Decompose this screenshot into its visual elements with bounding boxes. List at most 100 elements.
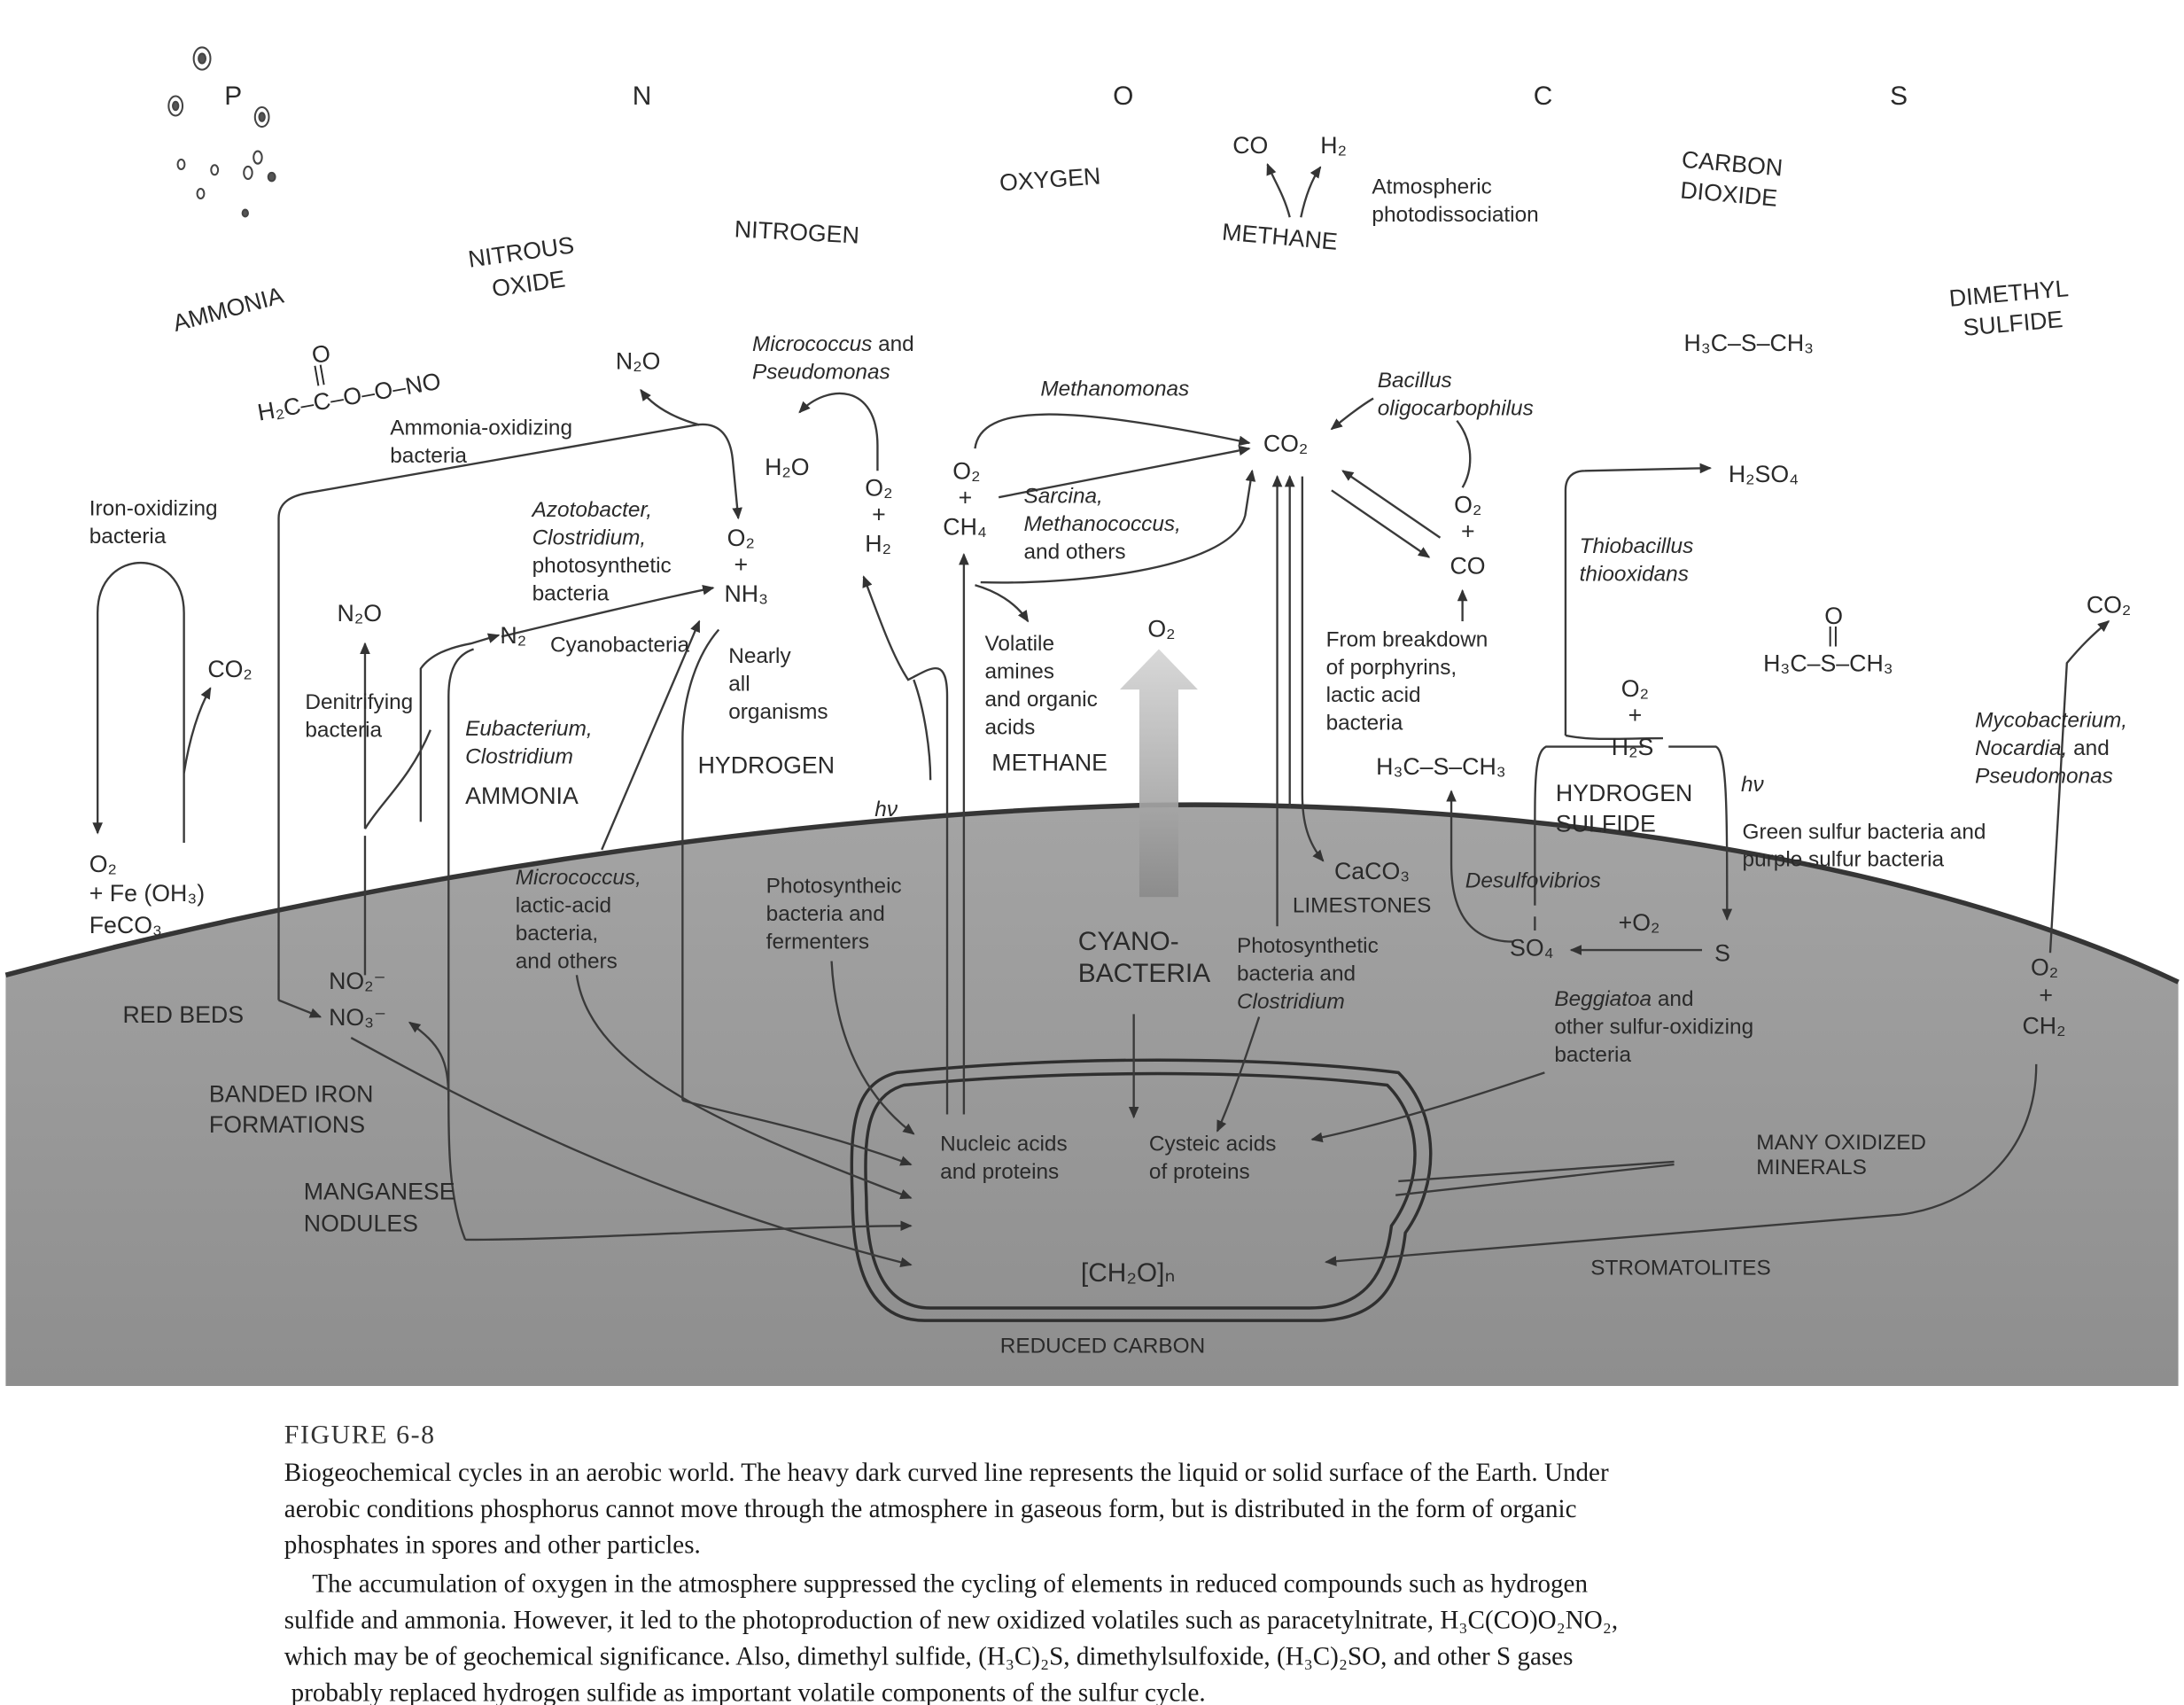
- micrococcus-lactic-3: bacteria,: [516, 922, 598, 946]
- azotobacter-2: Clostridium,: [532, 526, 647, 550]
- caption-p2-line4: probably replaced hydrogen sulfide as im…: [291, 1678, 1206, 1705]
- o2-fe-o2: O₂: [89, 851, 117, 877]
- gas-oxygen: OXYGEN: [999, 162, 1101, 196]
- green-sulfur-1: Green sulfur bacteria and: [1743, 820, 1986, 844]
- beggiatoa-2: other sulfur-oxidizing: [1554, 1015, 1753, 1039]
- volatile-1: Volatile: [984, 632, 1054, 656]
- green-sulfur-2: purple sulfur bacteria: [1743, 848, 1945, 872]
- micrococcus-lactic-1: Micrococcus,: [516, 866, 641, 890]
- element-headers: P N O C S: [224, 82, 1908, 111]
- stromatolite-connector-bottom: [1395, 1163, 1675, 1196]
- o2-up: O₂: [1147, 615, 1175, 642]
- caption-p1-line1: Biogeochemical cycles in an aerobic worl…: [284, 1459, 1609, 1487]
- ammonia-oxidizing-1: Ammonia-oxidizing: [390, 416, 572, 440]
- gas-carbon-dioxide-line1: CARBON: [1681, 146, 1784, 182]
- caption-p2-line3: which may be of geochemical significance…: [284, 1642, 1574, 1670]
- caption-heading: FIGURE 6-8: [284, 1420, 436, 1449]
- o2-co-o2: O₂: [1454, 491, 1481, 518]
- dmso-oxygen: O: [1824, 603, 1843, 629]
- caption-p2-line2: sulfide and ammonia. However, it led to …: [284, 1607, 1618, 1635]
- n2: N₂: [500, 622, 526, 649]
- nucleic-2: and proteins: [940, 1160, 1059, 1184]
- o2-nh3-nh3: NH₃: [725, 580, 768, 607]
- o2-ch2-o2: O₂: [2031, 954, 2058, 980]
- breakdown-2: of porphyrins,: [1326, 656, 1457, 680]
- desulfovibrios: Desulfovibrios: [1465, 868, 1601, 892]
- gas-carbon-dioxide-line2: DIOXIDE: [1679, 176, 1778, 211]
- cycle-arrows: [92, 163, 2110, 1268]
- breakdown-1: From breakdown: [1326, 627, 1488, 651]
- so4: SO₄: [1510, 934, 1554, 961]
- volatile-2: amines: [984, 660, 1054, 684]
- o2-h2-h2: H₂: [865, 530, 891, 557]
- element-o: O: [1113, 82, 1133, 111]
- micrococcus-pseudo-2: Pseudomonas: [752, 361, 890, 385]
- nearly-all-2: all: [728, 673, 750, 697]
- micrococcus-lactic-4: and others: [516, 949, 618, 973]
- caption-p1-line2: aerobic conditions phosphorus cannot mov…: [284, 1495, 1577, 1523]
- thiobacillus-1: Thiobacillus: [1580, 534, 1694, 558]
- gas-nitrous-oxide-line2: OXIDE: [490, 265, 567, 301]
- cysteic-2: of proteins: [1149, 1160, 1250, 1184]
- reduced-carbon-formula: [CH₂O]ₙ: [1081, 1258, 1175, 1288]
- no3: NO₃⁻: [329, 1004, 386, 1031]
- many-oxidized-1: MANY OXIDIZED: [1756, 1131, 1926, 1155]
- reduced-carbon-inner-loop: [864, 1071, 1417, 1310]
- cyanobacteria-small: Cyanobacteria: [550, 634, 690, 658]
- photosynthetic-clostridium-1: Photosynthetic: [1237, 934, 1379, 958]
- photosynthetic-clostridium-3: Clostridium: [1237, 990, 1345, 1014]
- iron-oxidizing-1: Iron-oxidizing: [89, 497, 218, 521]
- volatile-3: and organic: [984, 688, 1097, 712]
- azotobacter-4: bacteria: [532, 581, 610, 605]
- gas-dimethyl-sulfide-line2: SULFIDE: [1962, 306, 2064, 341]
- dms-top: H₃C–S–CH₃: [1684, 330, 1814, 356]
- hydrogen-sulfide-2: SULFIDE: [1556, 810, 1656, 837]
- nucleic-1: Nucleic acids: [940, 1132, 1068, 1156]
- stromatolite-connector-top: [1398, 1160, 1675, 1183]
- gas-nitrogen: NITROGEN: [734, 215, 859, 248]
- organism-labels: Atmospheric photodissociation Micrococcu…: [89, 175, 2127, 1358]
- o2-nh3-plus: +: [734, 551, 749, 578]
- element-c: C: [1534, 82, 1553, 111]
- hydrogen-surface: HYDROGEN: [698, 751, 835, 778]
- o2-h2-o2: O₂: [865, 475, 892, 502]
- bacillus-1: Bacillus: [1378, 369, 1452, 393]
- o2-fe-fe: + Fe (OH₃): [89, 880, 205, 907]
- plus-o2: +O₂: [1619, 909, 1660, 936]
- nearly-all-1: Nearly: [728, 644, 791, 668]
- reduced-carbon-outer-loop: [850, 1058, 1433, 1322]
- mycobacterium-3: Pseudomonas: [1975, 764, 2113, 788]
- manganese-2: NODULES: [304, 1211, 418, 1237]
- element-s: S: [1890, 82, 1908, 111]
- manganese-1: MANGANESE: [304, 1178, 455, 1204]
- reduced-carbon: REDUCED CARBON: [1000, 1334, 1205, 1358]
- o2-co-co: CO: [1450, 553, 1485, 580]
- o2-ch4-o2: O₂: [952, 458, 980, 485]
- caption-p2-line1: The accumulation of oxygen in the atmosp…: [312, 1570, 1588, 1599]
- o2-co-plus: +: [1461, 518, 1475, 544]
- caption-p1-line3: phosphates in spores and other particles…: [284, 1531, 701, 1560]
- dmso-double-bond: ||: [1827, 624, 1838, 648]
- photosynthetic-fermenters-2: bacteria and: [766, 902, 885, 926]
- red-beds: RED BEDS: [122, 1001, 244, 1028]
- sarcina-1: Sarcina,: [1023, 484, 1102, 508]
- mycobacterium-2: Nocardia, and: [1975, 736, 2110, 760]
- ammonia-surface: AMMONIA: [465, 782, 579, 809]
- dms-surface: H₃C–S–CH₃: [1376, 753, 1505, 780]
- cyano-big-1: CYANO-: [1078, 927, 1179, 956]
- many-oxidized-2: MINERALS: [1756, 1156, 1867, 1179]
- bacillus-2: oligocarbophilus: [1378, 396, 1534, 420]
- gas-names: AMMONIA NITROUS OXIDE NITROGEN OXYGEN ME…: [170, 146, 2070, 341]
- h2-top: H₂: [1320, 132, 1347, 159]
- photosynthetic-fermenters-3: fermenters: [766, 930, 869, 954]
- oxygen-rising-arrow: [1119, 649, 1198, 898]
- breakdown-3: lactic acid: [1326, 683, 1421, 707]
- micrococcus-pseudo-1: Micrococcus and: [752, 332, 914, 356]
- micrococcus-lactic-2: lactic-acid: [516, 894, 611, 918]
- methane-surface: METHANE: [991, 749, 1108, 775]
- methanomonas: Methanomonas: [1040, 377, 1189, 401]
- n2o-top: N₂O: [616, 348, 660, 375]
- beggiatoa-1: Beggiatoa and: [1554, 987, 1693, 1011]
- thiobacillus-2: thiooxidans: [1580, 562, 1689, 586]
